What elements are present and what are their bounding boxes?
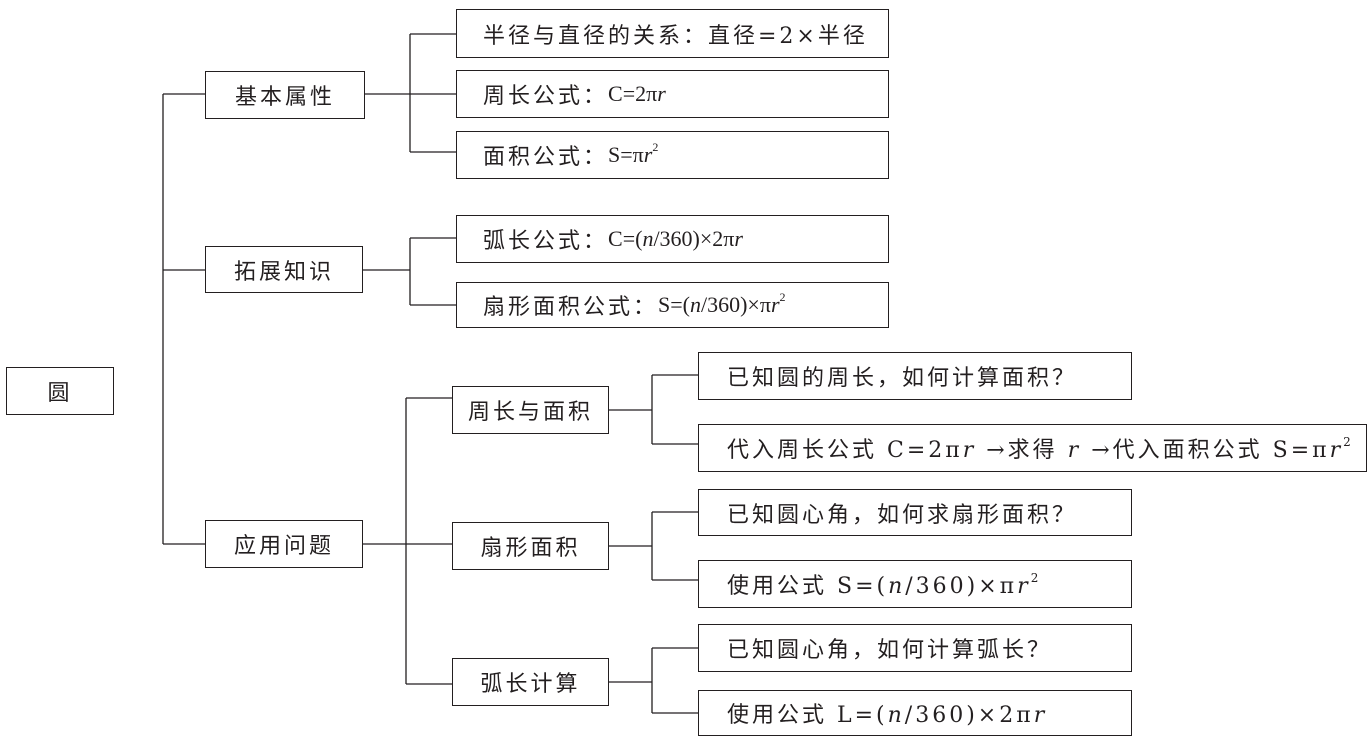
branch-extended-knowledge: 拓展知识 (205, 246, 363, 293)
leaf-radius-diameter: 半径与直径的关系：直径=2×半径 (456, 9, 889, 58)
leaf-perimeter-answer-text: 代入周长公式 C=2πr →求得 r →代入面积公式 S=πr2 (727, 435, 1351, 463)
subtopic-sector-area: 扇形面积 (452, 522, 609, 570)
leaf-perimeter-answer: 代入周长公式 C=2πr →求得 r →代入面积公式 S=πr2 (698, 424, 1367, 472)
leaf-arc-answer: 使用公式 L=(n/360)×2πr (698, 690, 1132, 736)
leaf-sector-question: 已知圆心角，如何求扇形面积？ (698, 489, 1132, 536)
leaf-area-formula: 面积公式： S=πr2 (456, 131, 889, 179)
leaf-arc-length-formula: 弧长公式： C=(n/360)×2πr (456, 215, 889, 263)
subtopic-arc-length-label: 弧长计算 (480, 672, 581, 697)
leaf-sector-area-formula: 扇形面积公式： S=(n/360)×πr2 (456, 282, 889, 328)
leaf-circumference-formula: 周长公式： C=2πr (456, 70, 889, 118)
branch-basic-properties: 基本属性 (205, 71, 365, 119)
root-node: 圆 (6, 367, 114, 415)
leaf-arc-question: 已知圆心角，如何计算弧长？ (698, 624, 1132, 672)
leaf-sector-question-text: 已知圆心角，如何求扇形面积？ (727, 502, 1078, 528)
area-formula: S=πr2 (608, 140, 659, 167)
leaf-area-label: 面积公式： (483, 145, 609, 170)
subtopic-arc-length: 弧长计算 (452, 658, 609, 706)
subtopic-perimeter-area-label: 周长与面积 (467, 400, 593, 425)
root-label: 圆 (47, 381, 73, 406)
leaf-perimeter-question: 已知圆的周长，如何计算面积？ (698, 352, 1132, 400)
subtopic-perimeter-area: 周长与面积 (452, 386, 609, 434)
leaf-arc-length-label: 弧长公式： (483, 229, 609, 254)
leaf-sector-answer-text: 使用公式 S=(n/360)×πr2 (727, 571, 1039, 599)
leaf-sector-area-label: 扇形面积公式： (483, 295, 659, 320)
leaf-perimeter-question-text: 已知圆的周长，如何计算面积？ (727, 366, 1078, 391)
circumference-formula: C=2πr (608, 81, 666, 106)
leaf-radius-diameter-text: 半径与直径的关系：直径=2×半径 (483, 23, 868, 49)
arc-length-formula: C=(n/360)×2πr (608, 226, 743, 251)
leaf-arc-question-text: 已知圆心角，如何计算弧长？ (727, 638, 1053, 663)
sector-area-formula: S=(n/360)×πr2 (658, 290, 786, 317)
branch-application-label: 应用问题 (233, 534, 334, 559)
subtopic-sector-area-label: 扇形面积 (480, 536, 581, 561)
branch-basic-label: 基本属性 (234, 85, 335, 110)
leaf-circumference-label: 周长公式： (483, 84, 609, 109)
leaf-arc-answer-text: 使用公式 L=(n/360)×2πr (727, 703, 1048, 728)
leaf-sector-answer: 使用公式 S=(n/360)×πr2 (698, 560, 1132, 608)
branch-applications: 应用问题 (205, 520, 363, 568)
branch-extended-label: 拓展知识 (233, 259, 334, 285)
